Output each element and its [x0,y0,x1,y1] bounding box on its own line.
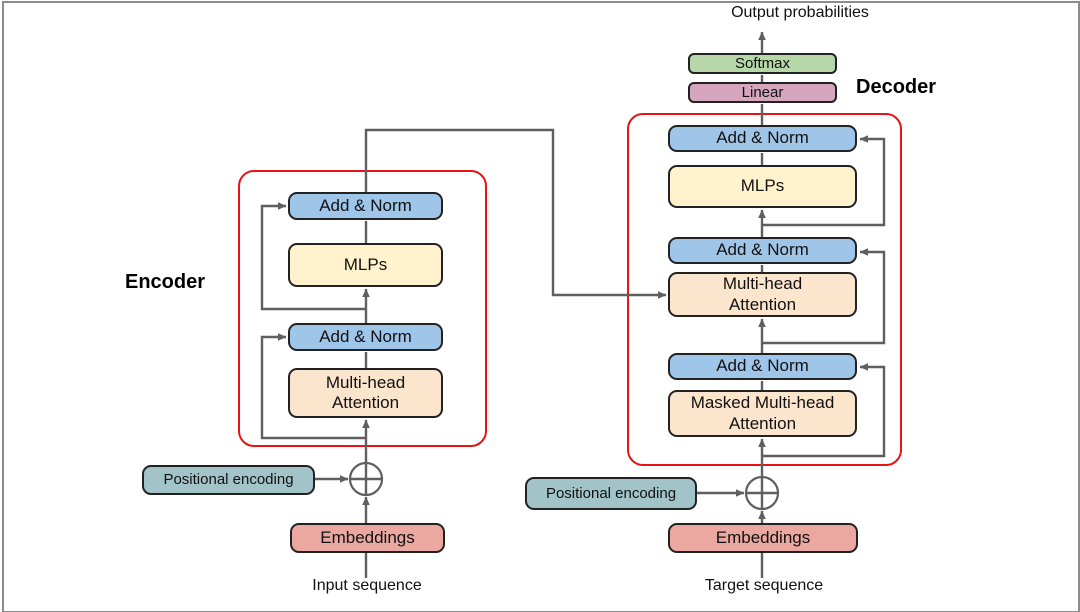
output-probabilities-label: Output probabilities [731,4,869,21]
plus-junction-decoder [744,475,780,511]
wire-residual-encoder-mlps [260,202,366,311]
target-sequence-label: Target sequence [704,577,824,594]
decoder-add-norm-middle-block: Add & Norm [668,237,857,264]
decoder-multi-head-attention-block: Multi-head Attention [668,272,857,317]
linear-block: Linear [688,82,837,103]
decoder-positional-encoding-block: Positional encoding [525,477,697,510]
plus-junction-encoder [348,461,384,497]
wire-encoder-to-decoder [364,128,667,299]
input-sequence-label: Input sequence [312,577,422,594]
encoder-mlps-block: MLPs [288,243,443,287]
wire-residual-decoder-attention [762,248,886,345]
wire-residual-encoder-attention [260,333,366,440]
encoder-boundary [238,170,487,447]
softmax-block: Softmax [688,53,837,74]
decoder-masked-multi-head-attention-block: Masked Multi-head Attention [668,390,857,437]
decoder-boundary [627,113,902,466]
wire-residual-masked-mha [762,363,886,458]
encoder-embeddings-block: Embeddings [290,523,445,553]
decoder-mlps-block: MLPs [668,165,857,208]
decoder-add-norm-bottom-block: Add & Norm [668,353,857,380]
decoder-add-norm-top-block: Add & Norm [668,125,857,152]
encoder-title: Encoder [125,271,206,293]
encoder-multi-head-attention-block: Multi-head Attention [288,368,443,418]
encoder-positional-encoding-block: Positional encoding [142,465,315,495]
encoder-add-norm-top-block: Add & Norm [288,192,443,220]
wire-residual-decoder-mlps [762,135,886,227]
encoder-add-norm-bottom-block: Add & Norm [288,323,443,351]
decoder-embeddings-block: Embeddings [668,523,858,553]
decoder-title: Decoder [856,76,937,98]
